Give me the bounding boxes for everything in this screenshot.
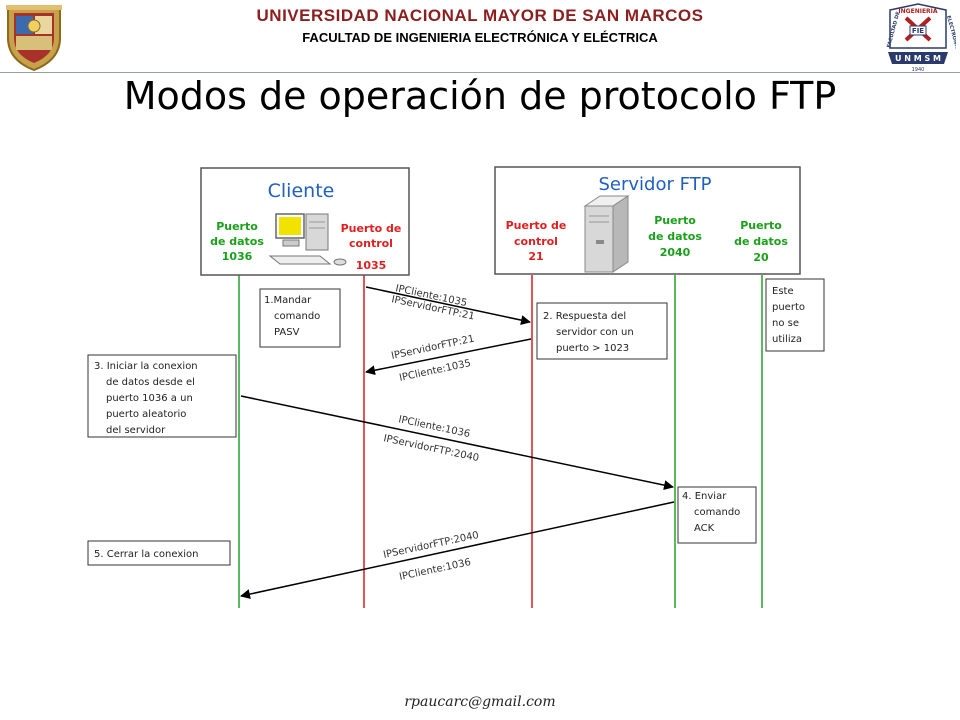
server-control-port-label-2: control xyxy=(514,235,558,248)
logo-right-text: ELECTRÓNICA xyxy=(945,15,956,54)
note-unused-line3: no se xyxy=(772,318,799,329)
note-step4-line2: comando xyxy=(694,507,740,518)
note-unused-port-box xyxy=(765,278,825,352)
note-step3-line3: puerto 1036 a un xyxy=(106,393,193,404)
arrow-pasv-request xyxy=(365,286,531,326)
logo-bottom-text: U N M S M xyxy=(895,54,941,63)
note-step3-box xyxy=(87,354,237,438)
server-control-port-number: 21 xyxy=(528,250,543,263)
server-data-port-2040-number: 2040 xyxy=(660,246,691,259)
note-step2-line1: 2. Respuesta del xyxy=(543,311,626,322)
arrow-data-connection xyxy=(240,395,674,491)
client-data-port-label-1: Puerto xyxy=(216,220,258,233)
note-unused-line1: Este xyxy=(772,286,794,297)
server-data-port-2040-label-2: de datos xyxy=(648,230,702,243)
note-step3-line2: de datos desde el xyxy=(106,377,195,388)
server-title: Servidor FTP xyxy=(598,174,711,195)
note-step4-line3: ACK xyxy=(694,523,715,534)
server-control-port-label-1: Puerto de xyxy=(506,219,567,232)
header-divider xyxy=(0,72,960,73)
note-step5-text: 5. Cerrar la conexion xyxy=(94,549,199,560)
note-step4-line1: 4. Enviar xyxy=(682,491,727,502)
logo-top-text: INGENIERÍA xyxy=(898,7,937,15)
note-unused-line4: utiliza xyxy=(772,334,802,345)
note-step3-line1: 3. Iniciar la conexion xyxy=(94,361,198,372)
client-data-port-number: 1036 xyxy=(222,250,253,263)
client-control-port-label-2: control xyxy=(349,237,393,250)
client-data-port-label-2: de datos xyxy=(210,235,264,248)
server-data-port-20-number: 20 xyxy=(753,251,769,264)
note-step1-line3: PASV xyxy=(274,327,300,338)
note-step3-line5: del servidor xyxy=(106,425,166,436)
arrow4-label-line1: IPServidorFTP:2040 xyxy=(382,530,480,561)
university-name: UNIVERSIDAD NACIONAL MAYOR DE SAN MARCOS xyxy=(256,6,704,25)
client-control-port-number: 1035 xyxy=(356,259,387,272)
note-unused-line2: puerto xyxy=(772,302,805,313)
note-step4-box xyxy=(677,486,757,544)
server-tower-icon xyxy=(583,195,630,273)
university-crest-logo xyxy=(6,5,62,72)
arrow2-label-line1: IPServidorFTP:21 xyxy=(390,334,475,362)
arrow-ack-response xyxy=(240,501,675,599)
faculty-name: FACULTAD DE INGENIERIA ELECTRÓNICA Y ELÉ… xyxy=(302,30,658,45)
server-box xyxy=(494,166,801,275)
server-data-port-2040-label-1: Puerto xyxy=(654,214,696,227)
note-step2-box xyxy=(536,302,668,360)
logo-year-text: 1940 xyxy=(912,67,925,72)
fie-faculty-logo: INGENIERÍA FACULTAD DE ELECTRÓNICA FIE U… xyxy=(886,3,956,72)
server-data-port-20-label-2: de datos xyxy=(734,235,788,248)
client-title: Cliente xyxy=(268,180,335,202)
computer-icon xyxy=(268,213,347,266)
note-step1-line1: 1.Mandar xyxy=(264,295,312,306)
logo-badge-text: FIE xyxy=(912,27,924,35)
slide-title: Modos de operación de protocolo FTP xyxy=(123,74,837,118)
note-step5-box xyxy=(87,540,231,566)
note-step2-line2: servidor con un xyxy=(556,327,634,338)
client-control-port-label-1: Puerto de xyxy=(341,222,402,235)
note-step3-line4: puerto aleatorio xyxy=(106,409,186,420)
arrow4-label-line2: IPCliente:1036 xyxy=(398,557,472,583)
server-data-port-20-label-1: Puerto xyxy=(740,219,782,232)
arrow2-label-line2: IPCliente:1035 xyxy=(398,358,472,384)
arrow-pasv-response xyxy=(365,338,532,376)
note-step1-box xyxy=(259,288,341,348)
note-step1-line2: comando xyxy=(274,311,320,322)
footer-email: rpaucarc@gmail.com xyxy=(404,694,556,710)
note-step2-line3: puerto > 1023 xyxy=(556,343,629,354)
